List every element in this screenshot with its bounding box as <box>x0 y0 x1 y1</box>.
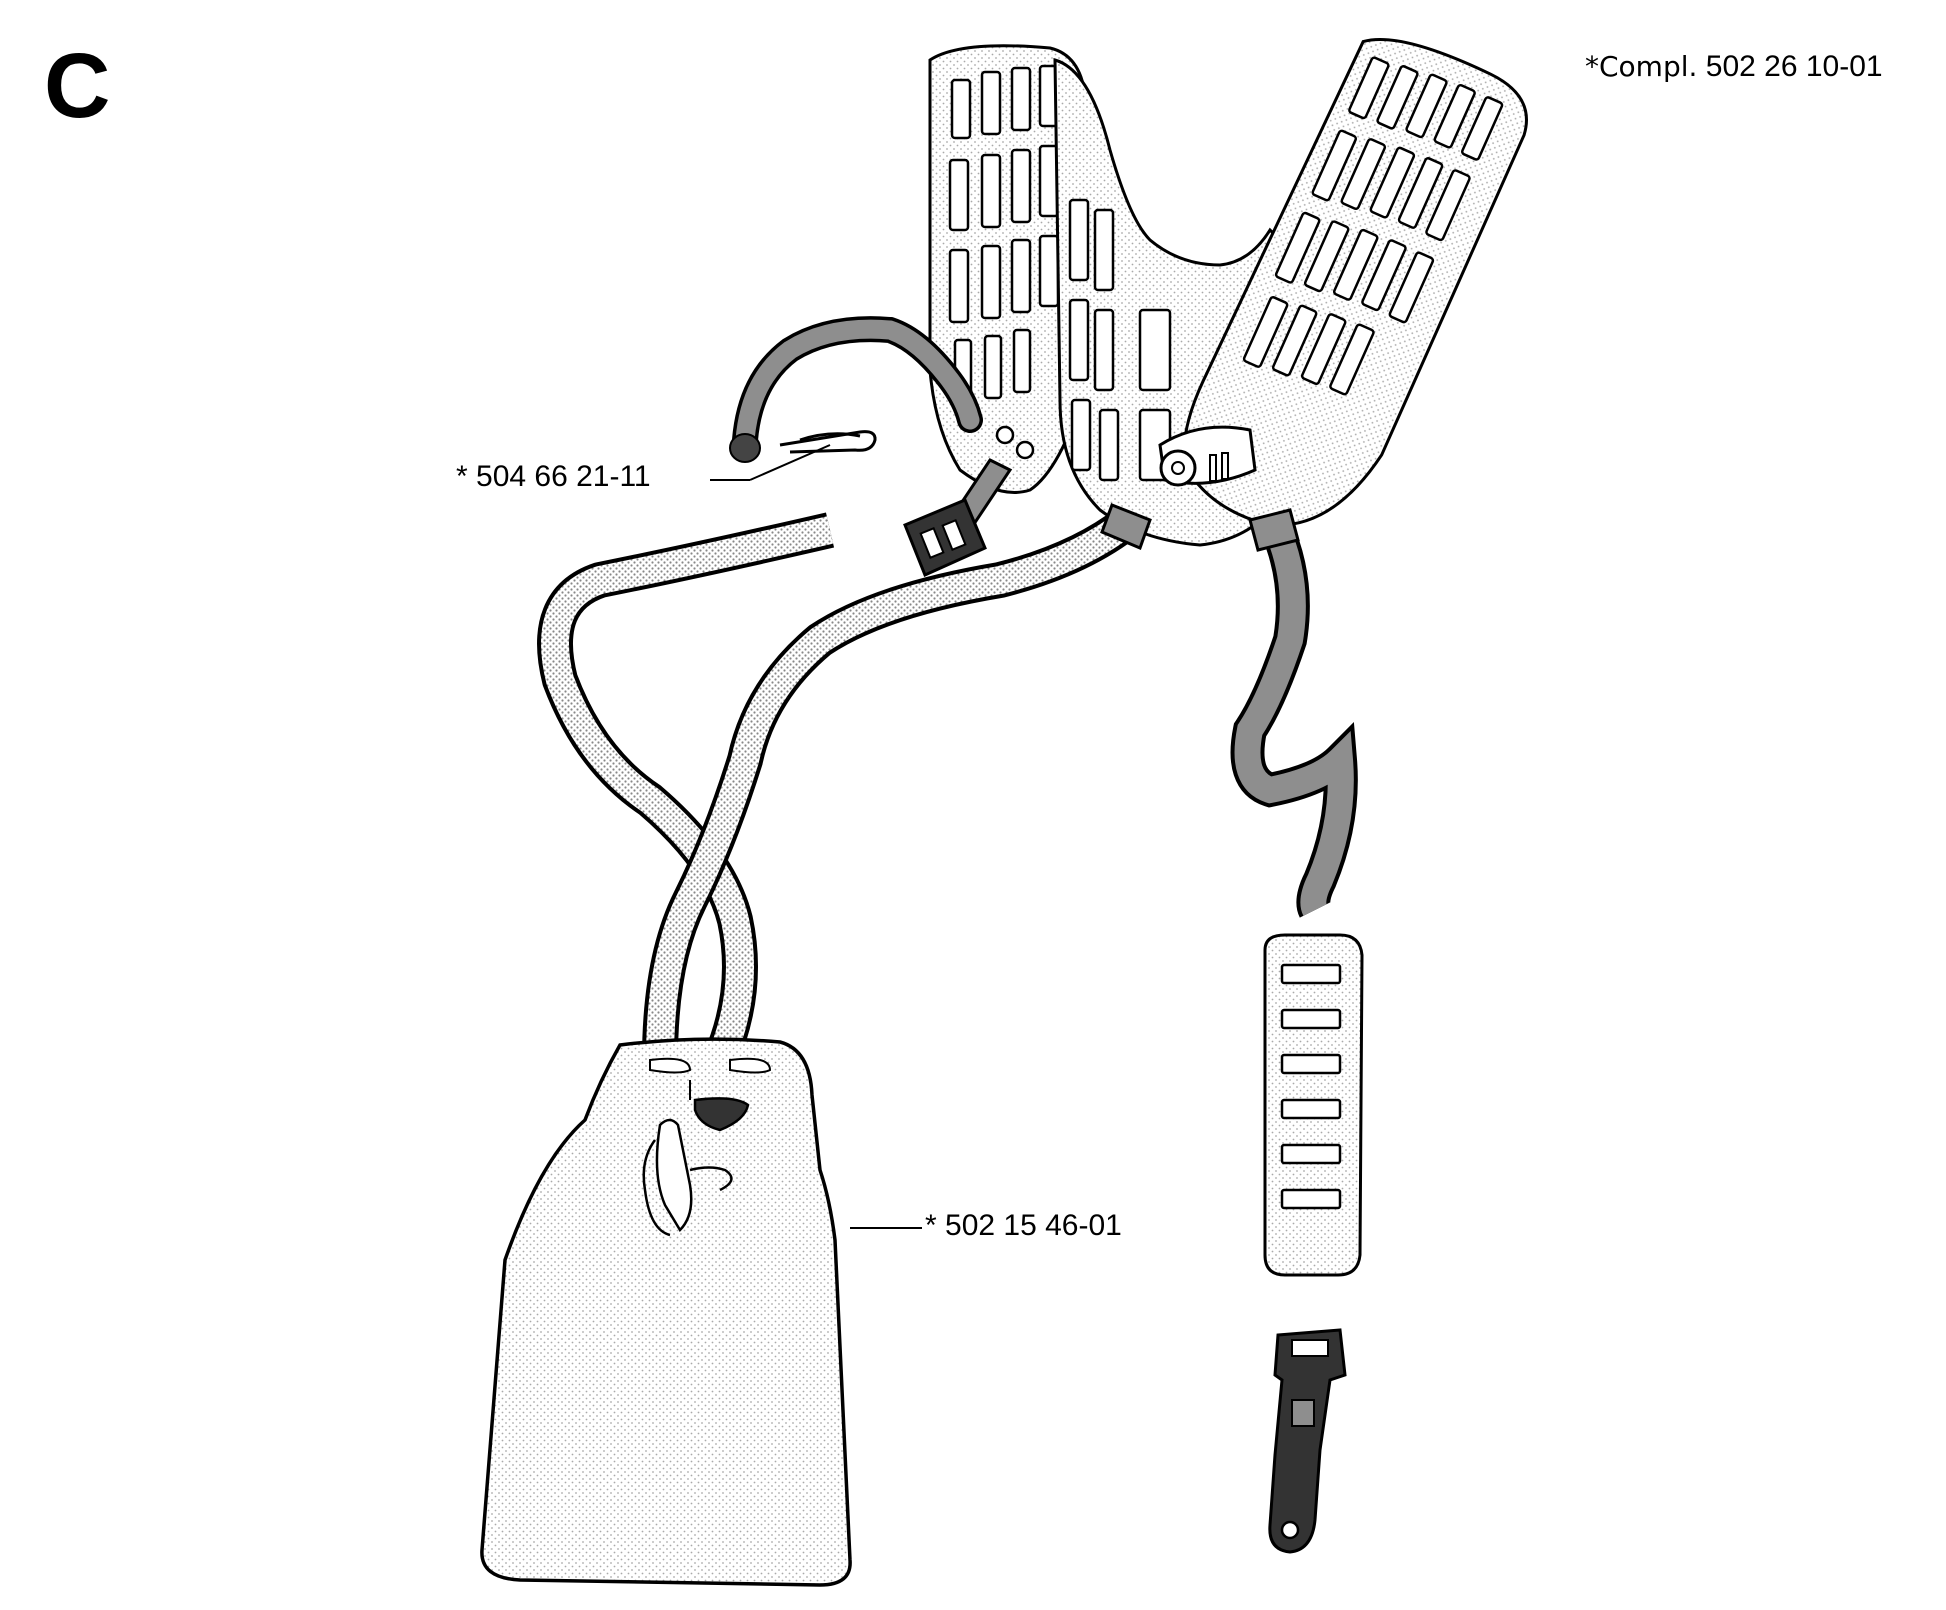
right-harness-strap <box>642 503 1152 1061</box>
complete-assembly-number: 502 26 10-01 <box>1705 50 1883 83</box>
hip-pad <box>480 1037 852 1587</box>
right-hanging-strap <box>1230 508 1358 918</box>
left-shoulder-pad <box>928 44 1087 494</box>
loop-strap <box>729 316 983 463</box>
snap-hook <box>1268 1328 1347 1554</box>
callout-leader-lines <box>710 444 922 1229</box>
pivot-knob <box>1158 425 1257 487</box>
callout-hip-pad: * 502 15 46-01 <box>925 1209 1122 1242</box>
callout-pin: * 504 66 21-11 <box>456 460 651 493</box>
harness-pin <box>779 430 877 454</box>
strap-adjuster-plate <box>1263 933 1364 1277</box>
strap-buckle <box>903 458 1013 578</box>
complete-assembly-prefix: *Compl. <box>1585 50 1698 83</box>
left-harness-strap <box>537 512 835 1068</box>
complete-assembly-label: *Compl. 502 26 10-01 <box>1585 52 1883 82</box>
section-letter: C <box>44 35 111 137</box>
right-shoulder-pad <box>1182 38 1528 527</box>
